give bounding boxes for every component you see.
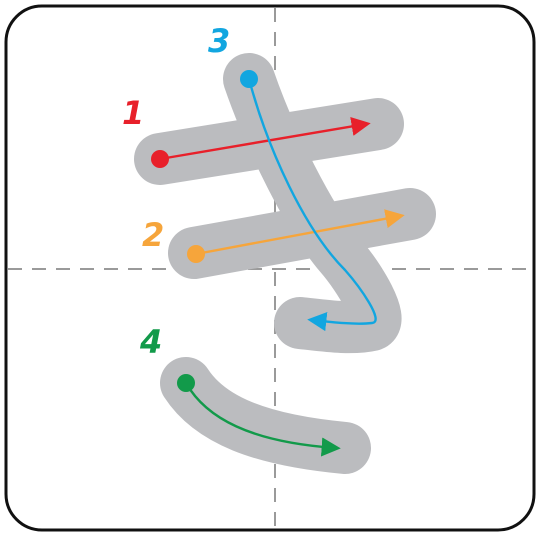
stroke-4-arrow (184, 381, 341, 457)
frame-border (4, 4, 536, 532)
stroke-3-arrow (247, 77, 377, 332)
stroke-1-start-dot (151, 150, 169, 168)
stroke-3-start-dot (240, 70, 258, 88)
stroke-1-arrow (158, 116, 371, 161)
stroke-2-number: 2 (142, 216, 164, 254)
stroke-1-number: 1 (122, 94, 144, 132)
stroke-4-start-dot (177, 374, 195, 392)
stroke-3-number: 3 (208, 22, 230, 60)
stroke-2-arrow (194, 209, 405, 256)
shape-stroke-3 (223, 53, 402, 354)
stroke-4-number: 4 (139, 323, 162, 361)
stroke-2-start-dot (187, 245, 205, 263)
